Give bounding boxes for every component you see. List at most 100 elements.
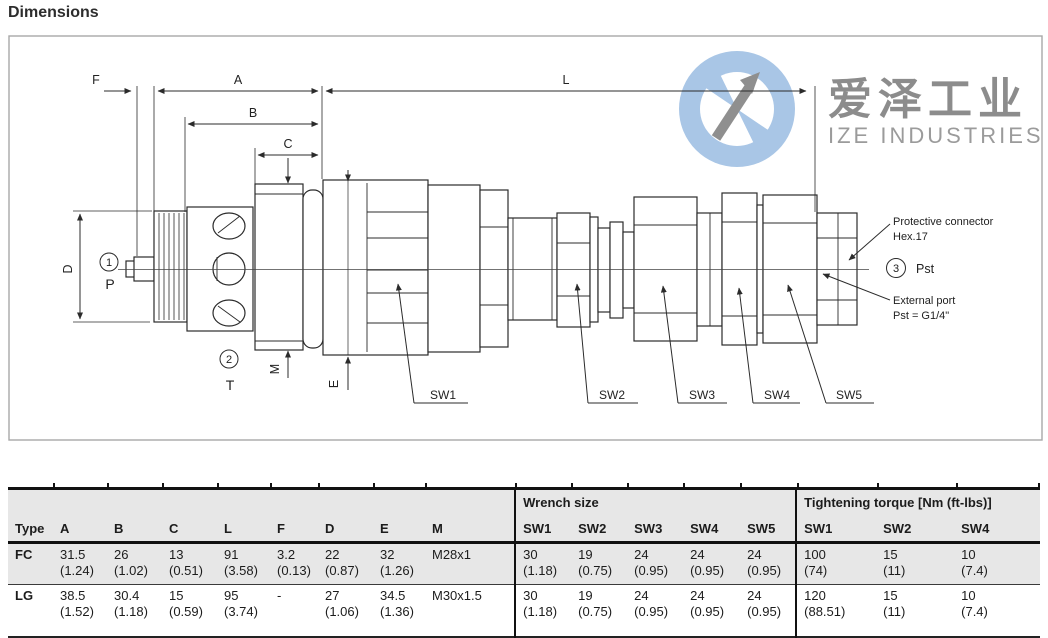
table-cell: 10 (7.4) bbox=[954, 585, 1040, 638]
ize-logo: 爱泽工业 IZE INDUSTRIES bbox=[679, 51, 1041, 167]
table-row-fc: FC 31.5 (1.24) 26 (1.02) 13 (0.51) 91 (3… bbox=[8, 542, 1041, 585]
table-cell: 24 (0.95) bbox=[627, 585, 683, 638]
cell-value: 15 (11) bbox=[883, 547, 906, 578]
table-cell: 120 (88.51) bbox=[795, 584, 877, 637]
protective-connector-note-line1: Protective connector bbox=[893, 216, 994, 228]
table-cell: 30.4 (1.18) bbox=[107, 585, 162, 638]
col-header-torque-sw1: SW1 bbox=[795, 515, 877, 543]
cell-value: 27 (1.06) bbox=[325, 588, 359, 619]
external-port-note-line2: Pst = G1/4" bbox=[893, 310, 949, 322]
table-cell: 13 (0.51) bbox=[162, 543, 217, 585]
table-cell: 100 (74) bbox=[795, 542, 877, 585]
cell-value: 24 (0.95) bbox=[634, 547, 669, 578]
port-3-number: 3 bbox=[893, 263, 899, 275]
sw4-hex bbox=[721, 192, 758, 346]
col-header-sw2: SW2 bbox=[571, 515, 628, 543]
dim-c-label: C bbox=[283, 137, 292, 151]
table-cell: FC bbox=[8, 543, 53, 585]
cell-value: 30 (1.18) bbox=[523, 547, 558, 578]
neck-section bbox=[507, 217, 558, 321]
port-2-number: 2 bbox=[226, 354, 232, 366]
col-header-sw1: SW1 bbox=[514, 515, 572, 543]
table-cell: 24 (0.95) bbox=[683, 585, 740, 638]
sw5-hex bbox=[762, 194, 818, 344]
grooved-section bbox=[153, 210, 188, 323]
table-cell: 3.2 (0.13) bbox=[270, 543, 318, 585]
dim-b-label: B bbox=[249, 106, 257, 120]
table-cell: - bbox=[270, 585, 318, 638]
table-cell: 34.5 (1.36) bbox=[373, 585, 425, 638]
dim-a-label: A bbox=[234, 73, 243, 87]
oring-seal bbox=[302, 189, 324, 349]
table-cell: M28x1 bbox=[425, 543, 515, 585]
port-t-label: T bbox=[226, 377, 235, 393]
table-cell: 22 (0.87) bbox=[318, 543, 373, 585]
table-cell: 15 (11) bbox=[876, 585, 954, 638]
cell-value: 3.2 (0.13) bbox=[277, 547, 311, 578]
table-cell: 24 (0.95) bbox=[683, 543, 740, 585]
dim-m-label: M bbox=[268, 364, 282, 374]
cell-value: 95 (3.74) bbox=[224, 588, 258, 619]
cell-value: 32 (1.26) bbox=[380, 547, 414, 578]
table-cell: M30x1.5 bbox=[425, 585, 515, 638]
cell-value: 24 (0.95) bbox=[747, 547, 782, 578]
table-cell: 31.5 (1.24) bbox=[53, 543, 107, 585]
cell-value: - bbox=[277, 588, 282, 603]
sw3-hex bbox=[633, 196, 698, 342]
cell-value: 31.5 (1.24) bbox=[60, 547, 94, 578]
sw2-label: SW2 bbox=[599, 388, 625, 402]
table-cell: 32 (1.26) bbox=[373, 543, 425, 585]
valve-body bbox=[125, 179, 858, 356]
table-cell: 15 (0.59) bbox=[162, 585, 217, 638]
logo-cn-text: 爱泽工业 bbox=[828, 75, 1028, 124]
table-cell: 27 (1.06) bbox=[318, 585, 373, 638]
table-cell: 30 (1.18) bbox=[514, 584, 572, 637]
col-header-sw5: SW5 bbox=[740, 515, 797, 543]
cell-value: 13 (0.51) bbox=[169, 547, 203, 578]
table-column-header-row: Type A B C L F D E M SW1 SW2 SW3 SW4 SW5… bbox=[8, 515, 1041, 543]
table-cell: 24 (0.95) bbox=[627, 543, 683, 585]
sw3-label: SW3 bbox=[689, 388, 715, 402]
port-2-circle bbox=[219, 349, 239, 369]
table-cell: LG bbox=[8, 585, 53, 638]
external-port-note-line1: External port bbox=[893, 295, 955, 307]
sw5-label: SW5 bbox=[836, 388, 862, 402]
type-value: LG bbox=[15, 588, 34, 603]
port-3-circle bbox=[886, 258, 906, 278]
cell-value: 100 (74) bbox=[804, 547, 828, 578]
cell-value: 15 (0.59) bbox=[169, 588, 203, 619]
cell-value: 120 (88.51) bbox=[804, 588, 846, 619]
table-cell: 24 (0.95) bbox=[740, 543, 796, 585]
cell-value: 24 (0.95) bbox=[747, 588, 782, 619]
col-header-b: B bbox=[107, 515, 162, 543]
sw1-label: SW1 bbox=[430, 388, 456, 402]
cage-section bbox=[186, 206, 254, 332]
cell-value: 15 (11) bbox=[883, 588, 906, 619]
dim-e-label: E bbox=[327, 380, 341, 388]
dim-d-label: D bbox=[61, 264, 75, 273]
table-cell: 38.5 (1.52) bbox=[53, 585, 107, 638]
col-header-d: D bbox=[318, 515, 373, 543]
wrench-callouts: SW1 SW2 SW3 SW4 SW5 bbox=[395, 283, 874, 404]
table-cell: 10 (7.4) bbox=[954, 543, 1040, 585]
cell-value: 24 (0.95) bbox=[690, 588, 725, 619]
group-header-blank bbox=[8, 488, 516, 515]
protective-connector-note-line2: Hex.17 bbox=[893, 231, 928, 243]
col-header-torque-sw2: SW2 bbox=[876, 515, 955, 543]
protective-connector bbox=[816, 212, 858, 326]
port-callouts: 1 P 2 T 3 Pst bbox=[99, 252, 935, 393]
col-header-sw4: SW4 bbox=[683, 515, 741, 543]
port-1-circle bbox=[99, 252, 119, 272]
cell-value: 34.5 (1.36) bbox=[380, 588, 414, 619]
col-header-f: F bbox=[270, 515, 318, 543]
cell-value: 10 (7.4) bbox=[961, 547, 988, 578]
threaded-collar bbox=[254, 183, 304, 351]
drawing-frame bbox=[8, 35, 1043, 441]
col-header-a: A bbox=[53, 515, 107, 543]
sw4-label: SW4 bbox=[764, 388, 790, 402]
group-header-tightening-torque: Tightening torque [Nm (ft-lbs)] bbox=[795, 488, 1041, 515]
port-p-label: P bbox=[105, 276, 114, 292]
valve-nose-stem bbox=[133, 256, 155, 282]
cell-value: 19 (0.75) bbox=[578, 588, 613, 619]
